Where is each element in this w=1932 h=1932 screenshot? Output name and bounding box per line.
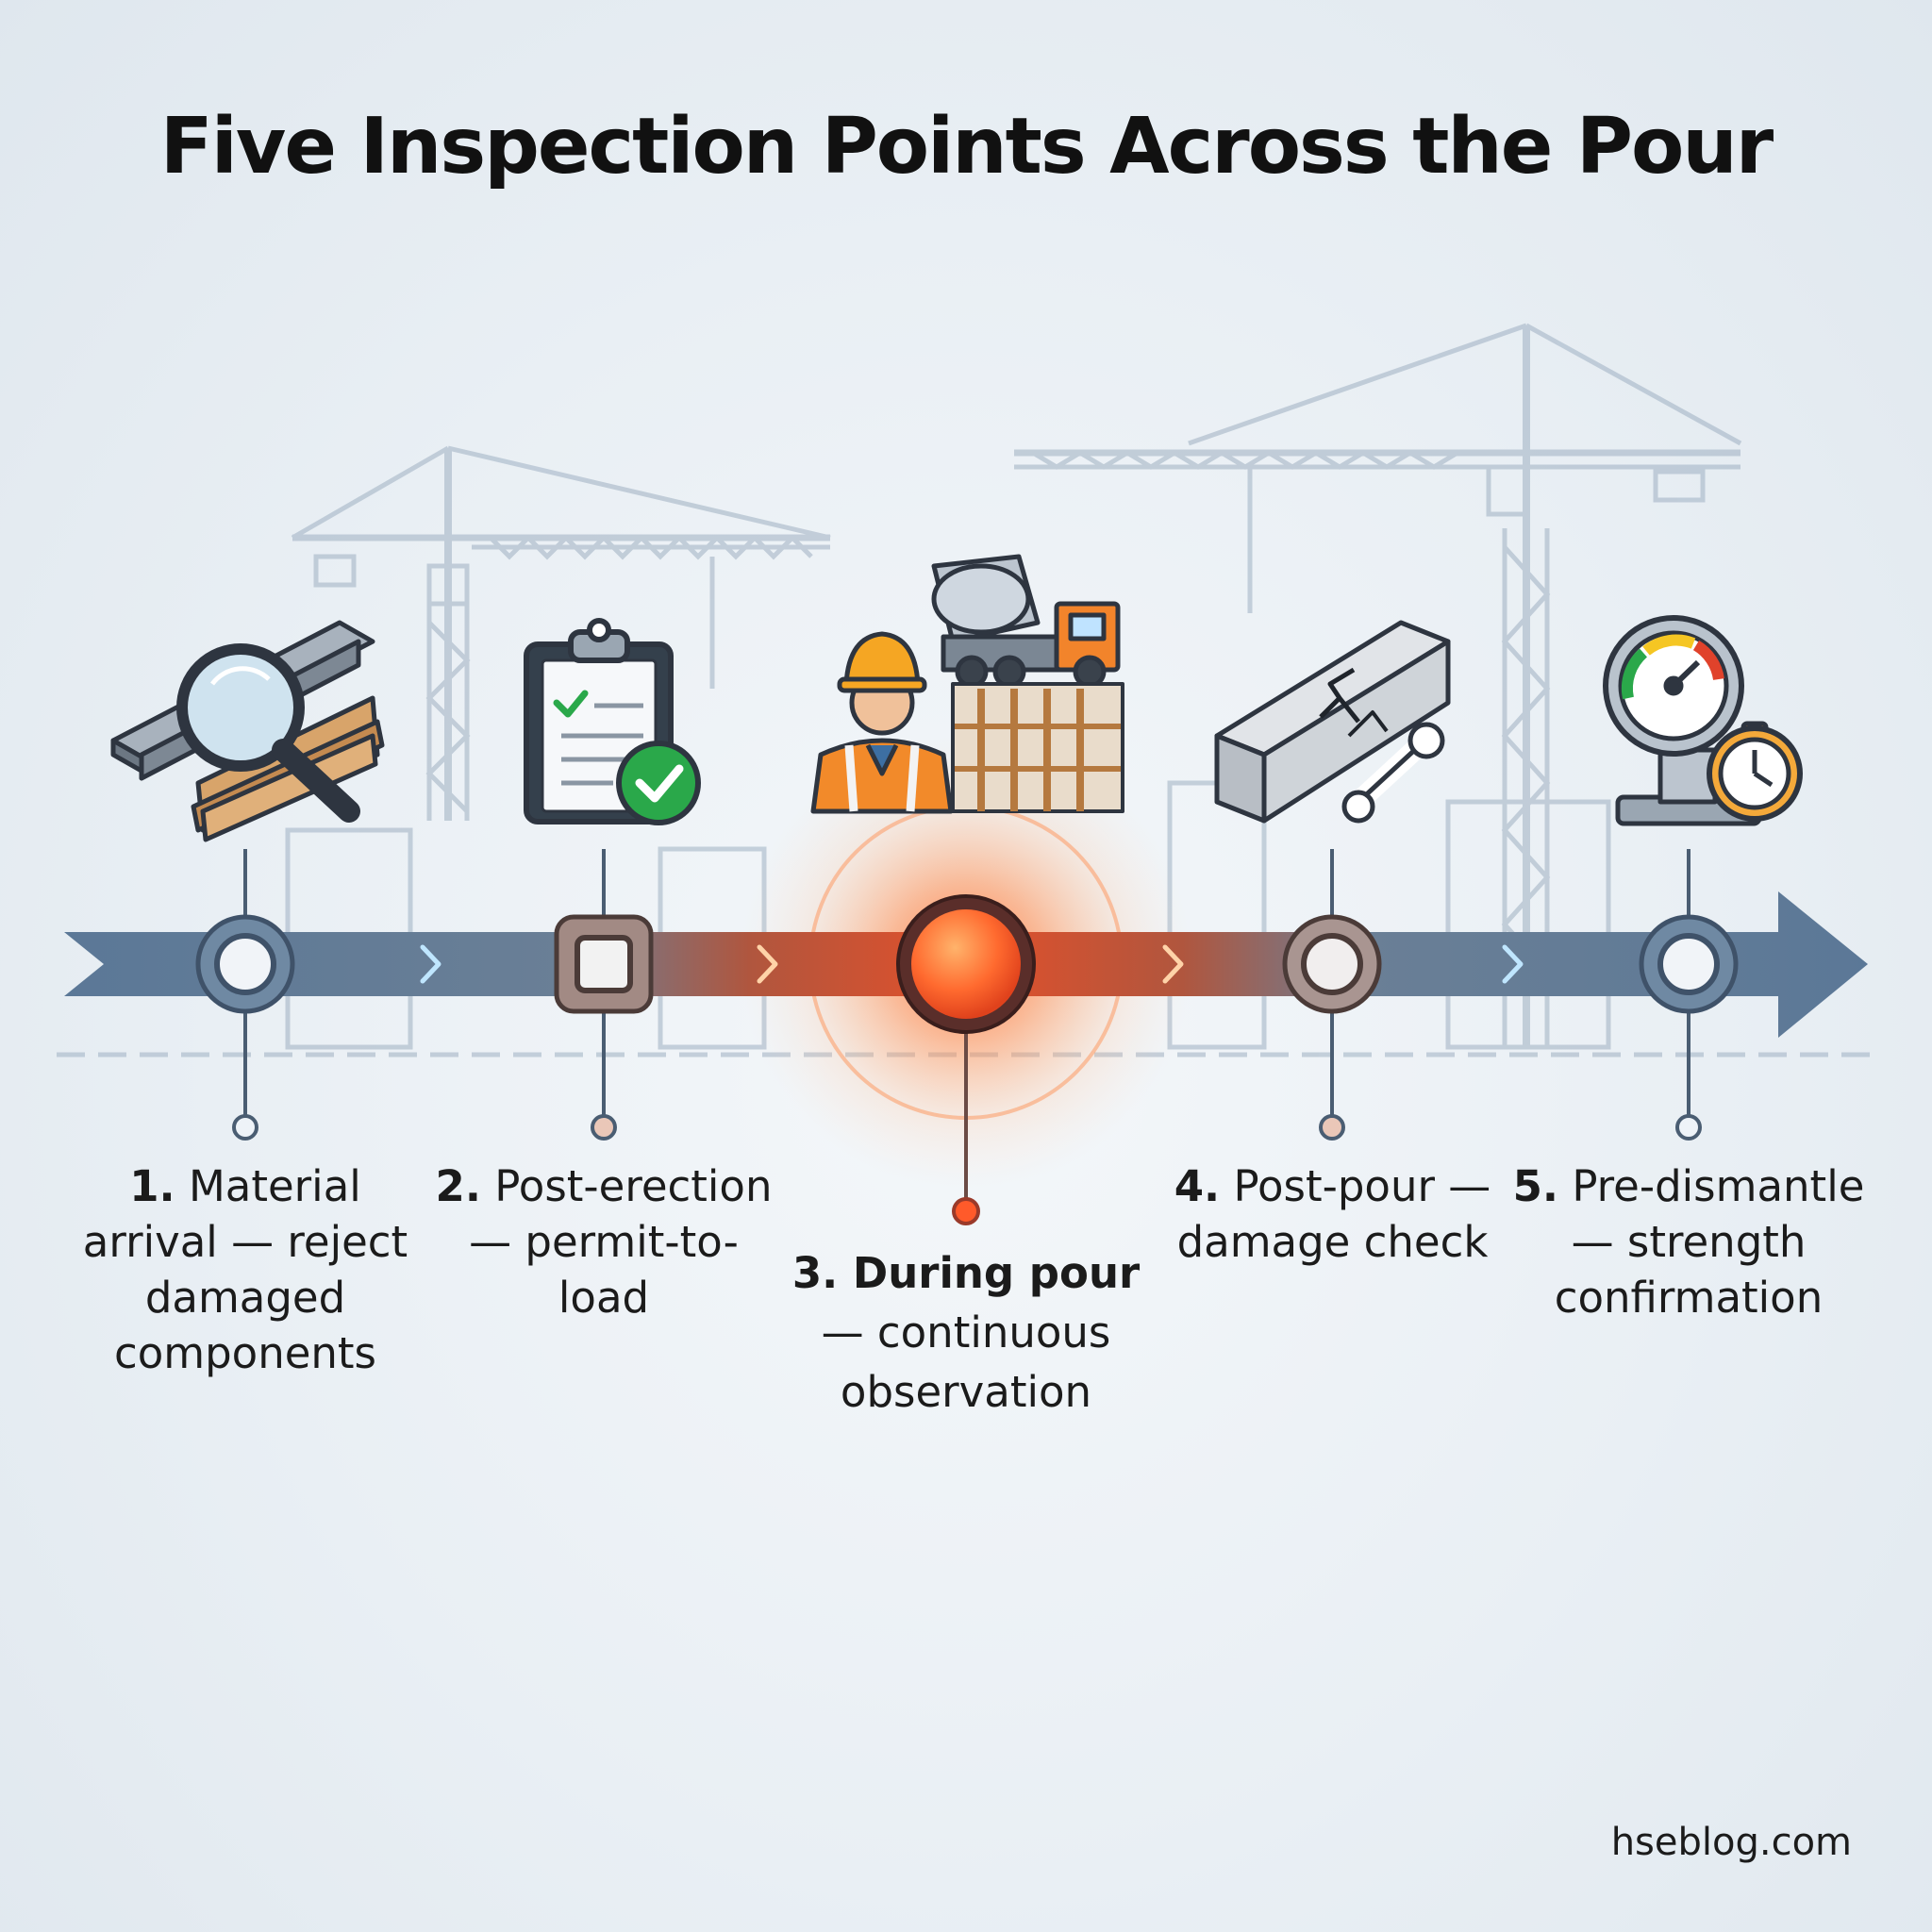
step-4-label: 4. Post-pour — damage check xyxy=(1170,1158,1495,1270)
step-5-number: 5. xyxy=(1512,1161,1559,1211)
gauge-stopwatch-icon xyxy=(1603,615,1803,826)
step-4-text: Post-pour — damage check xyxy=(1176,1161,1491,1267)
step-1-text: Material arrival — reject damaged compon… xyxy=(82,1161,408,1378)
page-title: Five Inspection Points Across the Pour xyxy=(159,102,1774,192)
step-2-label: 2. Post-erection — permit-to-load xyxy=(429,1158,778,1325)
timeline-chevrons xyxy=(420,944,1524,984)
step-2-text: Post-erection — permit-to-load xyxy=(469,1161,773,1323)
node-2 xyxy=(554,914,654,1014)
checklist-approved-icon xyxy=(524,618,701,825)
node-3 xyxy=(896,894,1036,1034)
step-1-number: 1. xyxy=(129,1161,175,1211)
node-5 xyxy=(1639,914,1739,1014)
connector-dots xyxy=(232,1114,1702,1225)
step-3-subtext: — continuous observation xyxy=(821,1307,1111,1417)
worker-mixer-truck-icon xyxy=(810,554,1124,814)
step-3-label: 3. During pour — continuous observation xyxy=(787,1243,1145,1422)
step-3-text: During pour xyxy=(852,1248,1141,1298)
step-1-label: 1. Material arrival — reject damaged com… xyxy=(66,1158,425,1381)
step-4-number: 4. xyxy=(1174,1161,1221,1211)
step-5-text: Pre-dismantle — strength confirmation xyxy=(1554,1161,1865,1323)
node-1 xyxy=(195,914,295,1014)
node-4 xyxy=(1282,914,1382,1014)
step-5-label: 5. Pre-dismantle — strength confirmation xyxy=(1505,1158,1873,1325)
step-3-number: 3. xyxy=(791,1248,839,1298)
source-credit: hseblog.com xyxy=(1610,1821,1852,1864)
magnifier-steel-timber-icon xyxy=(110,620,385,842)
cracked-beam-wrench-icon xyxy=(1214,620,1451,824)
step-2-number: 2. xyxy=(435,1161,481,1211)
